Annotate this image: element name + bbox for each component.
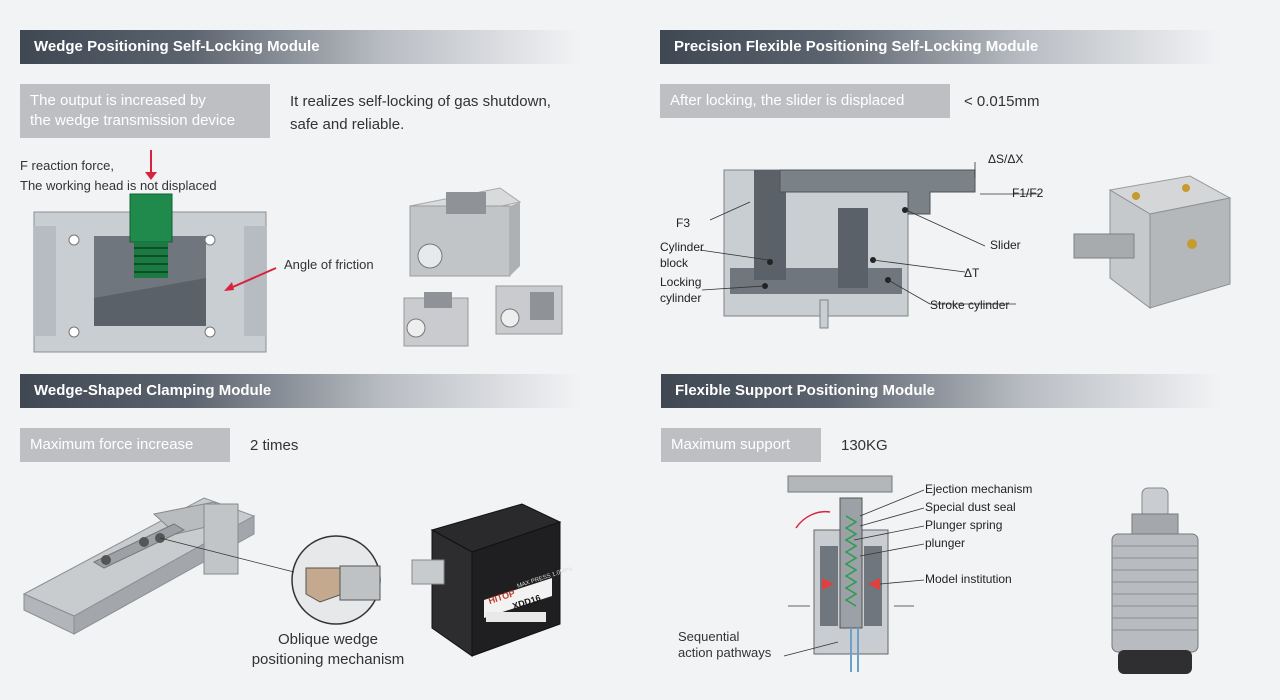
f3-label: F3 [676,216,691,230]
force-annotation: F reaction force, The working head is no… [20,156,217,196]
stroke-cylinder-body [838,208,868,288]
plunger-spring-label: Plunger spring [925,518,1003,532]
desc-line-2: safe and reliable. [290,116,405,133]
mount-hole [68,234,80,246]
max-support-tag: Maximum support [661,428,821,462]
slider-lock-cross-section [699,162,1040,329]
locking-cylinder-label: Locking cylinder [660,274,701,306]
force-line-1: F reaction force, [20,158,114,173]
self-locking-description: It realizes self-locking of gas shutdown… [290,90,551,136]
threaded-body [1111,533,1199,653]
wedge-output-tag: The output is increased by the wedge tra… [20,84,270,138]
slider-label: Slider [990,238,1021,252]
barcode [486,612,546,622]
left-flange [34,226,56,336]
angle-of-friction-label: Angle of friction [284,257,374,272]
cylinder-block-label: Cylinder block [660,239,704,271]
ejection-mechanism-label: Ejection mechanism [925,482,1033,496]
cylinder-block-line-1: Cylinder [660,240,705,254]
tag-line-1: The output is increased by [30,92,206,109]
mount-hole [204,234,216,246]
precision-flexible-header: Precision Flexible Positioning Self-Lock… [660,30,1220,64]
tag-line-2: the wedge transmission device [30,112,236,129]
wedge-clamping-fixture [22,497,381,635]
max-support-value: 130KG [841,437,888,454]
oblique-wedge-caption: Oblique wedge positioning mechanism [244,630,412,670]
right-flange [244,226,266,336]
slider-module-product-photo [1073,175,1232,309]
wedge-slope [94,278,206,326]
cylinder-block-line-2: block [660,256,689,270]
working-head [129,193,173,243]
plunger-spring-coil [844,515,858,607]
desc-line-1: It realizes self-locking of gas shutdown… [290,93,551,110]
friction-arrow [225,267,277,291]
delta-s-x-label: ΔS/ΔX [988,152,1024,166]
flexible-support-header: Flexible Support Positioning Module [661,374,1221,408]
mount-hole [68,326,80,338]
locking-cylinder-line-2: cylinder [660,291,702,305]
plunger-label: plunger [925,536,966,550]
model-institution-label: Model institution [925,572,1012,586]
mount-hole [204,326,216,338]
force-increase-value: 2 times [250,437,299,454]
flexible-support-cross-section [783,475,925,672]
threaded-support-photo [1111,487,1199,674]
wedge-module-product-photos [403,187,563,347]
force-increase-tag: Maximum force increase [20,428,230,462]
seq-line-2: action pathways [678,645,772,660]
dust-seal-label: Special dust seal [925,500,1016,514]
delta-t-label: ΔT [964,266,980,280]
wedge-self-locking-header: Wedge Positioning Self-Locking Module [20,30,580,64]
wedge-clamping-header: Wedge-Shaped Clamping Module [20,374,580,408]
stroke-cylinder-label: Stroke cylinder [930,298,1010,312]
xdd16-block-photo [411,503,562,657]
sequential-pathways-label: Sequential action pathways [678,629,771,661]
seq-line-1: Sequential [678,629,740,644]
displacement-tag: After locking, the slider is displaced [660,84,950,118]
locking-cylinder-line-1: Locking [660,275,702,289]
f1-f2-label: F1/F2 [1012,186,1044,200]
displacement-value: < 0.015mm [964,93,1040,110]
caption-line-2: positioning mechanism [251,651,405,668]
caption-line-1: Oblique wedge [277,631,379,648]
plunger-rod [839,497,863,629]
force-line-2: The working head is not displaced [20,178,217,193]
wedge-cross-section-diagram [33,150,277,353]
